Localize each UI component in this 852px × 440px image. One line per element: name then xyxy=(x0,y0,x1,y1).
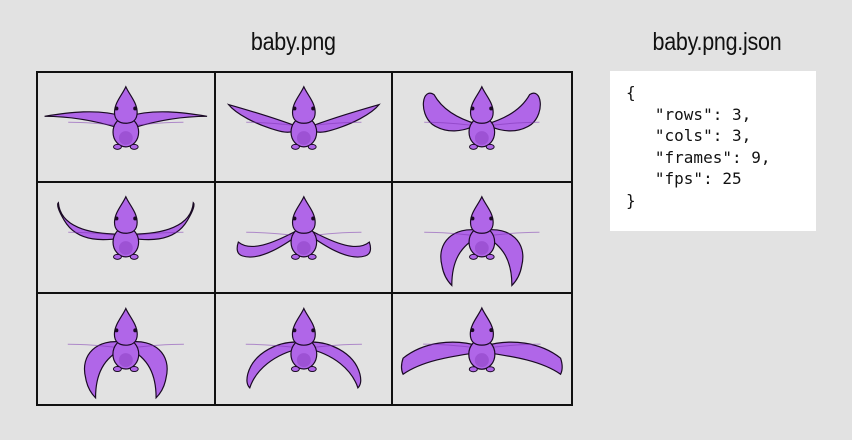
foot xyxy=(307,143,317,150)
belly-shade xyxy=(118,131,133,145)
eye xyxy=(489,327,494,332)
pterodactyl-sprite xyxy=(424,195,540,288)
sprite-frame-cell xyxy=(393,294,571,404)
eye xyxy=(133,216,138,221)
sprite-frame-cell xyxy=(38,73,216,184)
eye xyxy=(114,216,119,221)
sprite-frame-cell xyxy=(216,293,394,404)
sprite-frame-cell xyxy=(215,73,394,184)
json-code-line: { xyxy=(626,83,636,102)
belly-shade xyxy=(475,131,490,145)
foot xyxy=(113,143,122,150)
belly-shade xyxy=(475,352,490,367)
foot xyxy=(290,143,300,150)
eye xyxy=(114,106,119,111)
left-wing xyxy=(440,229,481,288)
pterodactyl-sprite xyxy=(226,85,381,150)
left-wing xyxy=(401,341,481,375)
json-code-line: } xyxy=(626,190,636,210)
eye xyxy=(133,106,138,111)
head xyxy=(291,195,316,235)
eye xyxy=(292,216,297,221)
pterodactyl-sprite xyxy=(44,85,208,150)
right-wing xyxy=(129,201,195,241)
left-wing xyxy=(236,229,300,258)
eye xyxy=(489,106,494,111)
pterodactyl-sprite xyxy=(423,85,542,150)
belly-shade xyxy=(475,241,490,256)
sprite-frame-cell xyxy=(38,293,216,404)
belly-shade xyxy=(118,241,133,256)
sprite-frame-cell xyxy=(393,73,571,184)
left-wing xyxy=(226,103,303,133)
foot xyxy=(486,143,495,150)
pterodactyl-sprite xyxy=(236,195,371,261)
foot xyxy=(307,365,317,372)
right-wing xyxy=(485,92,542,132)
foot xyxy=(486,365,496,372)
pterodactyl-sprite xyxy=(57,195,195,261)
sprite-sheet-title: baby.png xyxy=(250,28,336,56)
foot xyxy=(307,254,317,261)
head xyxy=(291,85,316,124)
eye xyxy=(133,327,138,332)
eye xyxy=(310,327,315,332)
foot xyxy=(129,365,139,372)
eye xyxy=(310,216,315,221)
right-wing xyxy=(304,103,381,133)
foot xyxy=(113,254,122,261)
foot xyxy=(112,365,122,372)
foot xyxy=(129,254,139,261)
json-code-line: "rows": 3, xyxy=(626,104,752,124)
eye xyxy=(470,327,475,332)
pterodactyl-sprite xyxy=(245,306,362,389)
eye xyxy=(114,327,119,332)
sprite-frame-cell xyxy=(393,183,571,294)
json-file-title: baby.png.json xyxy=(652,28,782,56)
right-wing xyxy=(127,340,168,399)
sprite-sheet-grid xyxy=(36,71,573,406)
sprite-frame-cell xyxy=(38,183,216,294)
json-code-line: "frames": 9, xyxy=(626,147,771,167)
foot xyxy=(469,143,479,150)
json-code-line: "fps": 25 xyxy=(626,169,742,188)
right-wing xyxy=(484,341,564,375)
eye xyxy=(489,216,494,221)
head xyxy=(113,306,138,346)
json-code-panel: { "rows": 3, "cols": 3, "frames": 9, "fp… xyxy=(610,71,816,231)
foot xyxy=(290,365,300,372)
eye xyxy=(470,106,475,111)
head xyxy=(470,195,495,235)
foot xyxy=(129,143,139,150)
foot xyxy=(486,254,495,261)
head xyxy=(113,195,138,235)
head xyxy=(291,306,316,346)
eye xyxy=(470,216,475,221)
belly-shade xyxy=(118,352,133,367)
foot xyxy=(290,254,300,261)
head xyxy=(113,85,138,124)
eye xyxy=(310,106,315,111)
right-wing xyxy=(307,229,371,258)
left-wing xyxy=(423,92,480,132)
pterodactyl-sprite xyxy=(67,306,184,399)
pterodactyl-sprite xyxy=(401,306,564,375)
right-wing xyxy=(484,229,524,288)
belly-shade xyxy=(296,241,311,256)
foot xyxy=(469,254,479,261)
head xyxy=(470,85,495,124)
eye xyxy=(292,106,297,111)
head xyxy=(470,306,495,346)
left-wing xyxy=(57,201,122,241)
foot xyxy=(469,365,479,372)
eye xyxy=(292,327,297,332)
belly-shade xyxy=(296,352,311,367)
left-wing xyxy=(83,340,124,399)
json-code-line: "cols": 3, xyxy=(626,126,752,145)
belly-shade xyxy=(296,131,311,145)
sprite-frame-cell xyxy=(215,183,394,294)
